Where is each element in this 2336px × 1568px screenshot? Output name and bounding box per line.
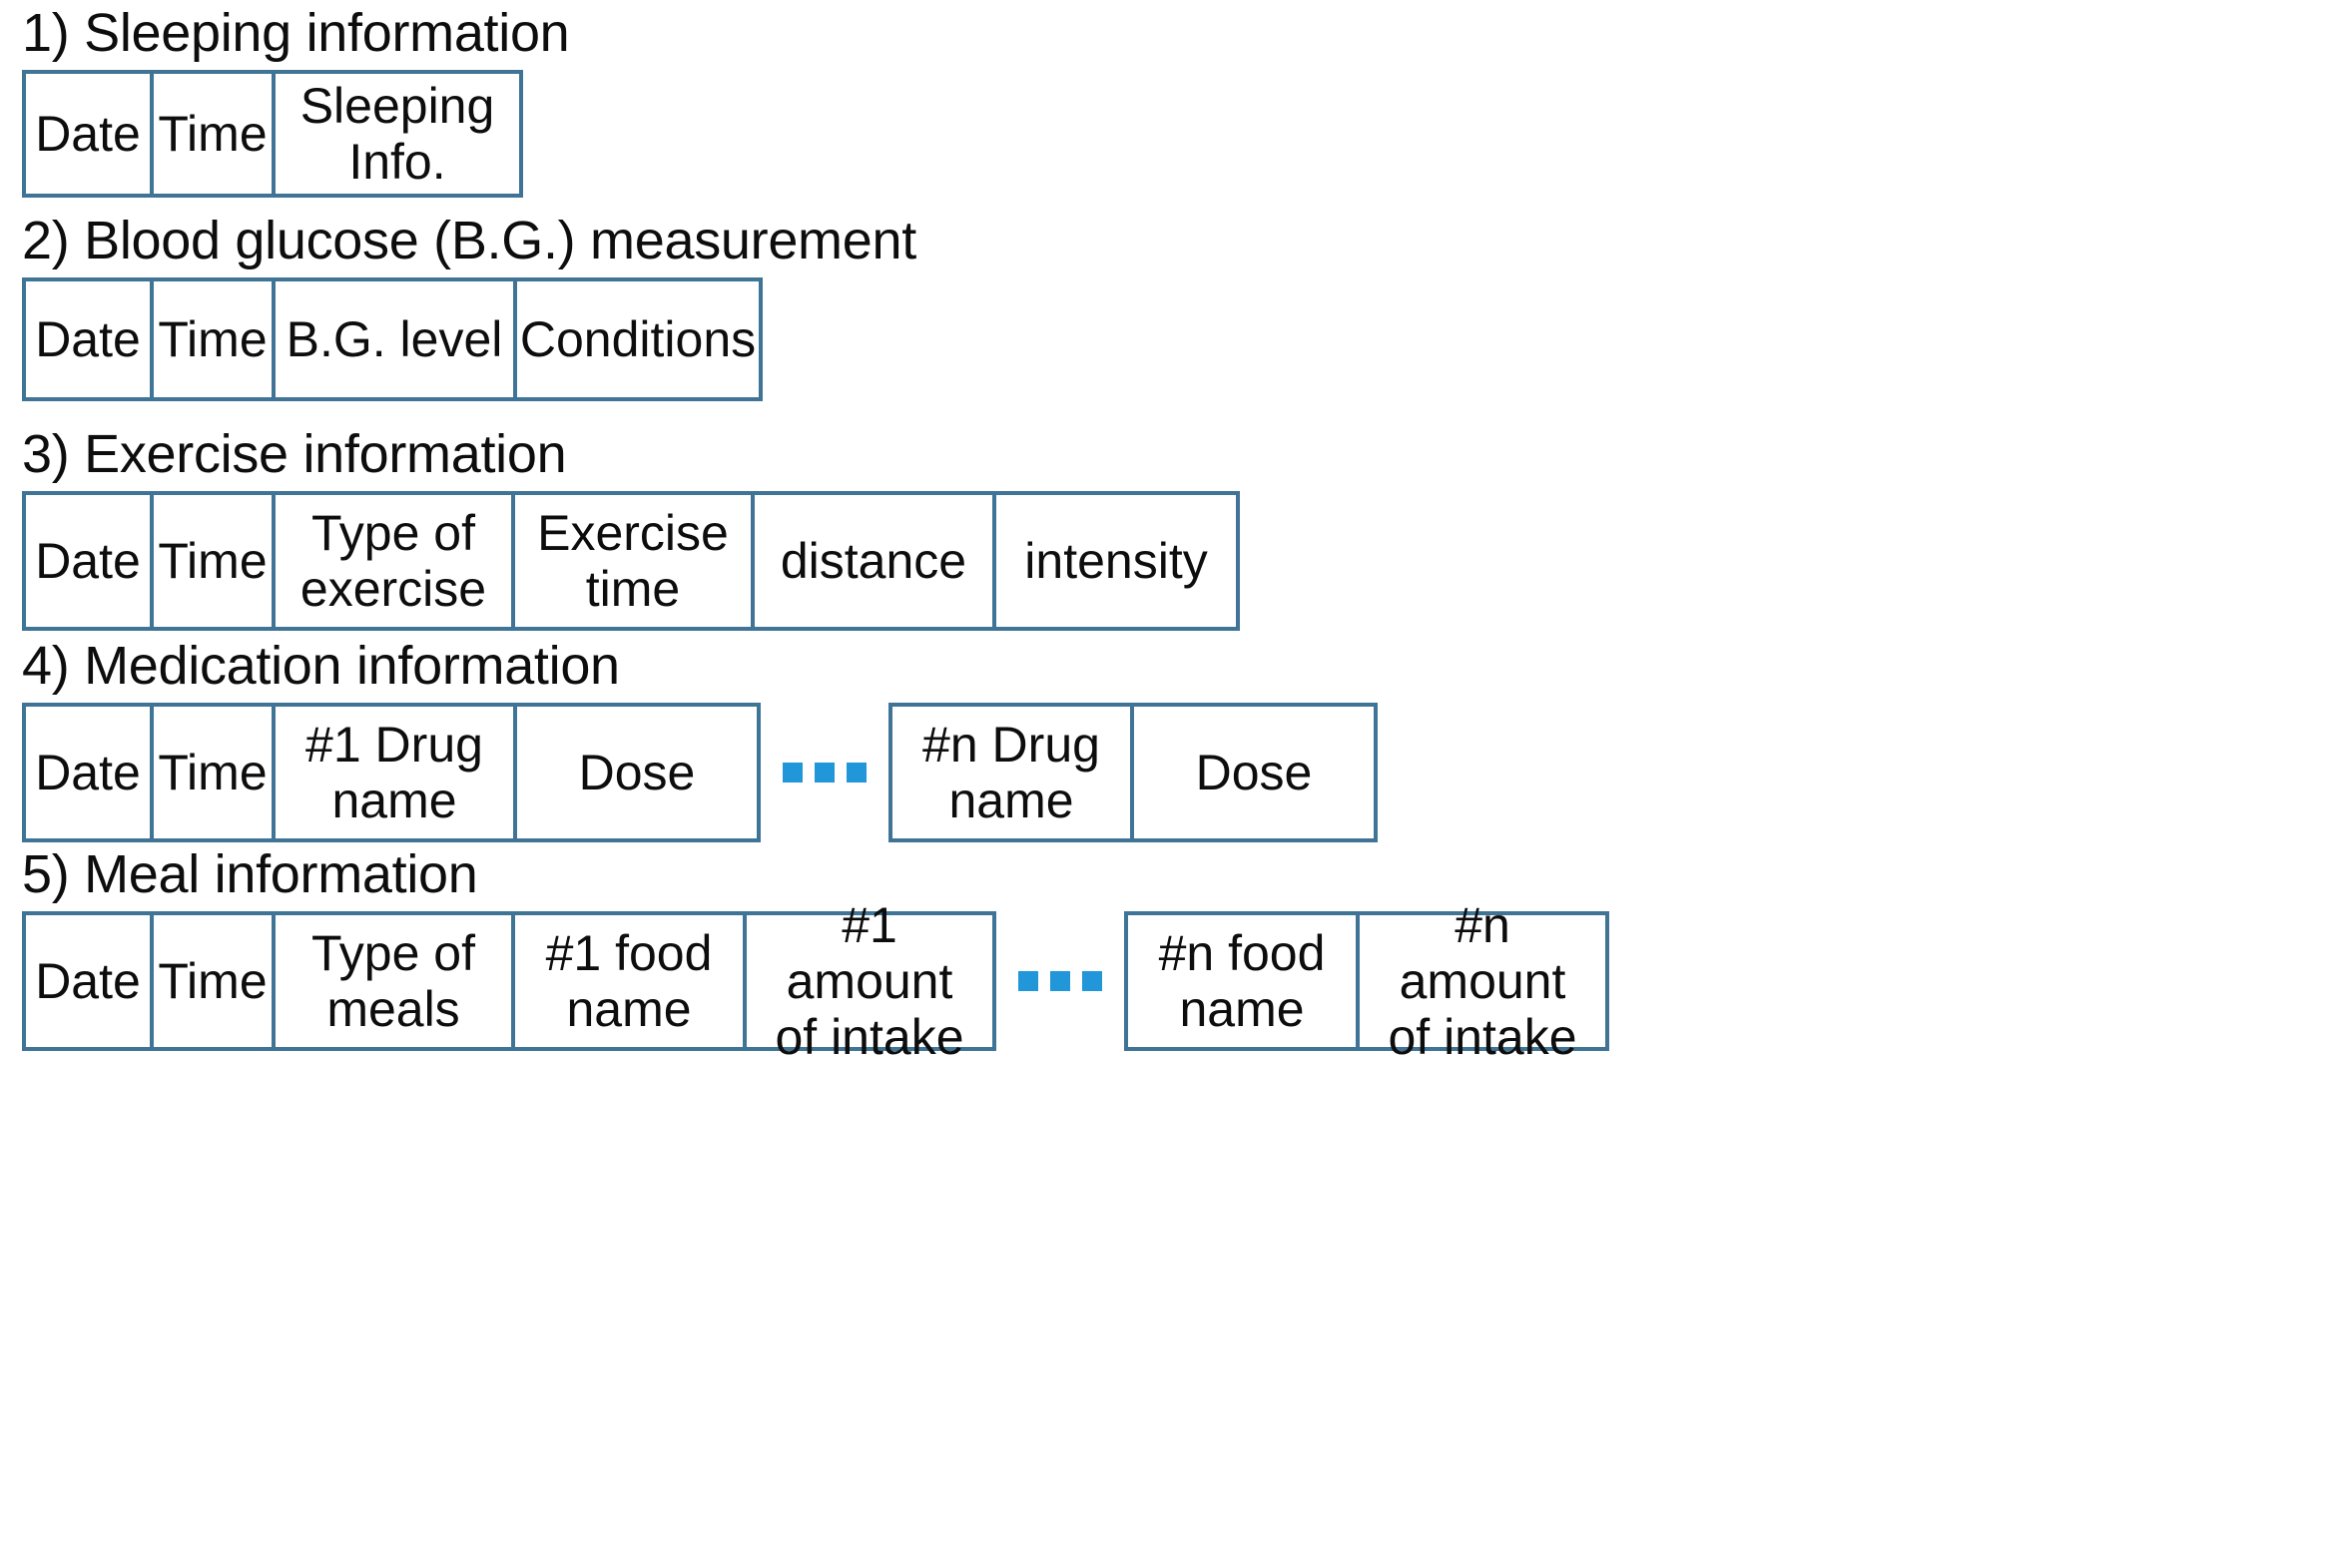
field-cell-drug-name-n: #n Drug name <box>892 707 1134 838</box>
schema-row-blood-glucose: Date Time B.G. level Conditions <box>0 277 2336 401</box>
ellipsis-icon <box>996 911 1124 1051</box>
field-cell-time: Time <box>154 281 276 397</box>
field-cell-time: Time <box>154 495 276 627</box>
field-cell-conditions: Conditions <box>517 281 759 397</box>
field-cell-exercise-time: Exercise time <box>515 495 755 627</box>
section-title-sleeping: 1) Sleeping information <box>22 3 570 63</box>
field-cell-food-name-n: #n food name <box>1128 915 1360 1047</box>
section-title-blood-glucose: 2) Blood glucose (B.G.) measurement <box>22 211 916 270</box>
section-exercise-information: 3) Exercise information Date Time Type o… <box>0 423 2336 631</box>
section-title-meal: 5) Meal information <box>22 844 478 904</box>
field-cell-drug-name-1: #1 Drug name <box>276 707 517 838</box>
field-cell-amount-of-intake-n: #n amount of intake <box>1360 897 1605 1065</box>
field-cell-dose-1: Dose <box>517 707 757 838</box>
schema-row-sleeping: Date Time Sleeping Info. <box>0 70 2336 198</box>
section-blood-glucose-measurement: 2) Blood glucose (B.G.) measurement Date… <box>0 210 2336 401</box>
field-cell-date: Date <box>26 74 154 194</box>
field-cell-date: Date <box>26 281 154 397</box>
field-cell-amount-of-intake-1: #1 amount of intake <box>747 897 992 1065</box>
field-cell-date: Date <box>26 915 154 1047</box>
field-cell-intensity: intensity <box>996 495 1236 627</box>
field-cell-food-name-1: #1 food name <box>515 915 747 1047</box>
field-group-nth-food: #n food name #n amount of intake <box>1124 897 1609 1065</box>
field-cell-distance: distance <box>755 495 996 627</box>
ellipsis-icon <box>761 703 888 842</box>
field-group: Date Time Type of exercise Exercise time… <box>22 491 1240 631</box>
field-cell-date: Date <box>26 707 154 838</box>
field-cell-dose-n: Dose <box>1134 707 1374 838</box>
field-cell-time: Time <box>154 915 276 1047</box>
schema-row-exercise: Date Time Type of exercise Exercise time… <box>0 491 2336 631</box>
field-group-first-drug: Date Time #1 Drug name Dose <box>22 703 761 842</box>
section-sleeping-information: 1) Sleeping information Date Time Sleepi… <box>0 2 2336 198</box>
field-group: Date Time B.G. level Conditions <box>22 277 763 401</box>
field-group-first-food: Date Time Type of meals #1 food name #1 … <box>22 897 996 1065</box>
field-group-nth-drug: #n Drug name Dose <box>888 703 1378 842</box>
field-cell-type-of-meals: Type of meals <box>276 915 515 1047</box>
field-cell-time: Time <box>154 707 276 838</box>
field-cell-bg-level: B.G. level <box>276 281 517 397</box>
section-medication-information: 4) Medication information Date Time #1 D… <box>0 635 2336 842</box>
schema-row-meal: Date Time Type of meals #1 food name #1 … <box>0 897 2336 1065</box>
section-title-medication: 4) Medication information <box>22 636 620 696</box>
section-title-exercise: 3) Exercise information <box>22 424 567 484</box>
field-cell-date: Date <box>26 495 154 627</box>
field-cell-sleeping-info: Sleeping Info. <box>276 74 519 194</box>
field-cell-type-of-exercise: Type of exercise <box>276 495 515 627</box>
schema-row-medication: Date Time #1 Drug name Dose #n Drug name… <box>0 703 2336 842</box>
field-cell-time: Time <box>154 74 276 194</box>
field-group: Date Time Sleeping Info. <box>22 70 523 198</box>
section-meal-information: 5) Meal information Date Time Type of me… <box>0 843 2336 1065</box>
